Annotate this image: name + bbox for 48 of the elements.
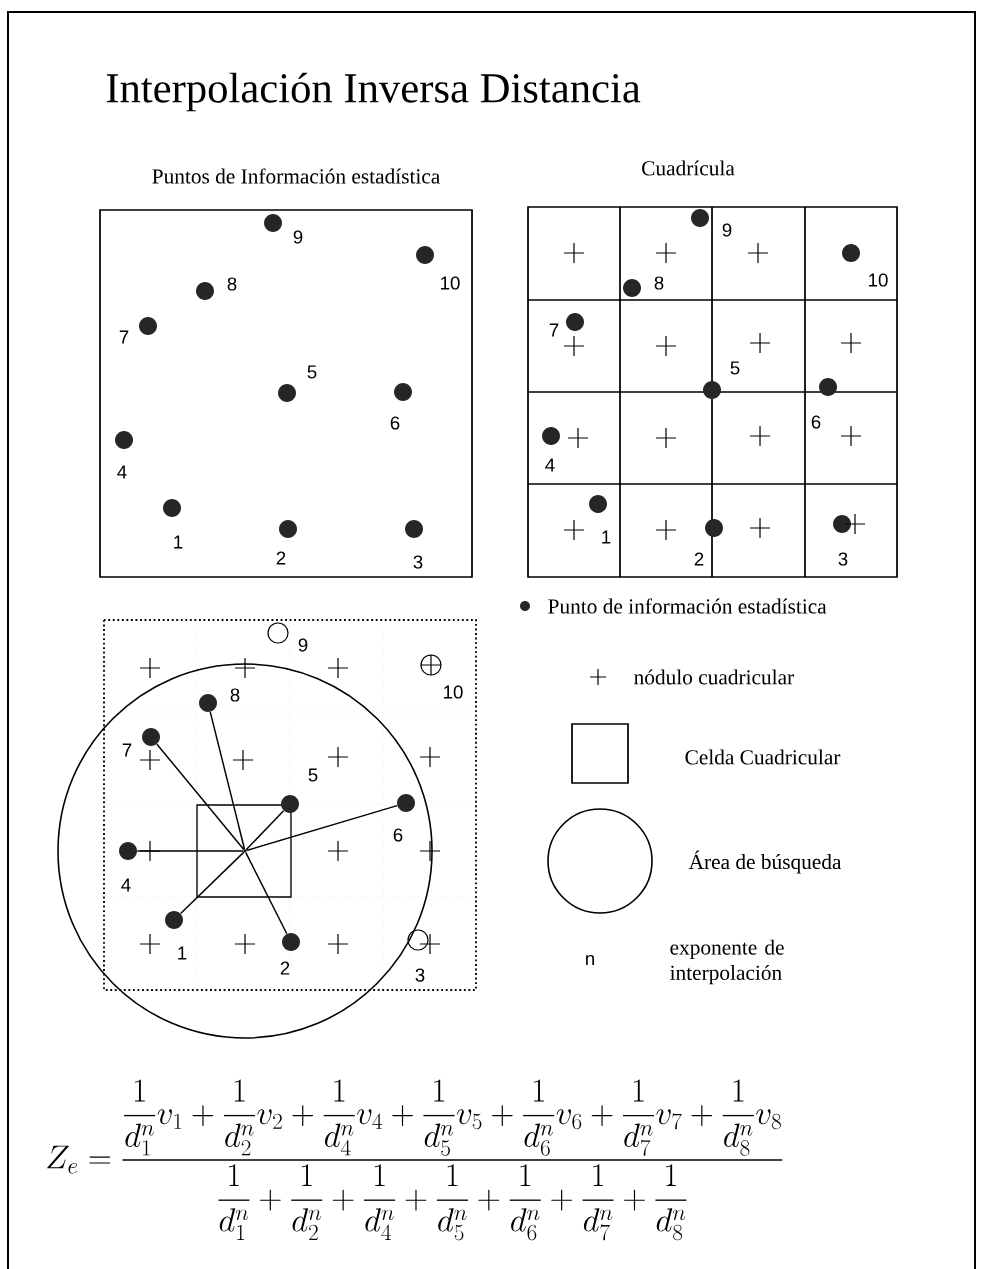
connector-line bbox=[209, 711, 246, 851]
point-number: 10 bbox=[869, 273, 888, 287]
point-number: 1 bbox=[174, 535, 183, 549]
point-number: 10 bbox=[444, 685, 463, 699]
point-number: 7 bbox=[119, 330, 129, 344]
point-number: 6 bbox=[393, 828, 403, 842]
point-number: 7 bbox=[549, 323, 559, 337]
point-number: 9 bbox=[722, 223, 732, 237]
legend-text: Punto de información estadística bbox=[548, 598, 827, 614]
legend-text: Celda Cuadricular bbox=[685, 749, 841, 765]
point-number: 8 bbox=[230, 688, 240, 702]
point-number: 6 bbox=[811, 415, 821, 429]
point-number: 4 bbox=[121, 878, 131, 892]
point-number: 7 bbox=[122, 743, 132, 757]
legend-letter: n bbox=[586, 955, 594, 966]
point-number: 2 bbox=[694, 552, 704, 566]
point-number: 5 bbox=[308, 768, 318, 782]
point-number: 10 bbox=[441, 276, 460, 290]
panel-title: Puntos de Información estadística bbox=[152, 168, 440, 184]
point-number: 2 bbox=[280, 961, 290, 975]
legend-text: exponente de interpolación bbox=[670, 939, 784, 985]
point-number: 4 bbox=[117, 465, 127, 479]
point-number: 2 bbox=[276, 551, 286, 565]
point-number: 3 bbox=[415, 968, 425, 982]
connector-line bbox=[245, 809, 285, 851]
panel-title: Cuadrícula bbox=[642, 160, 735, 176]
connector-line bbox=[245, 851, 288, 935]
point-number: 3 bbox=[838, 552, 848, 566]
connector-line bbox=[179, 851, 245, 915]
connector-line bbox=[245, 804, 398, 852]
point-number: 5 bbox=[730, 361, 740, 375]
legend-text: Área de búsqueda bbox=[688, 850, 842, 874]
point-number: 8 bbox=[227, 277, 237, 291]
point-number: 6 bbox=[390, 416, 400, 430]
connector-line bbox=[136, 850, 245, 852]
formula: $Z_e = \frac{\dfrac{1}{d_1^n}v_1+\dfrac{1}{d_2^n}v_2+\dfrac{1}{d_4^n}v_4+\dfrac{1}{d_5^n}v_5+\dfrac{1}{d_6^n}v_6+\dfrac{1}{d_7^n}v_7+\dfrac{1}{d_8^n}v_8}{\dfrac{1}{d_1^n}+\dfrac{1}{d_2^n}+\dfrac{1}{d_4^n}+\dfrac{1}{d_5^n}+\dfrac{1}{d_6^n}+\dfrac{1}{d_7^n}+\dfrac{1}{d_8^n}}$ bbox=[47, 1079, 783, 1241]
connector-line bbox=[156, 743, 245, 851]
center-point bbox=[243, 849, 247, 853]
point-number: 9 bbox=[298, 638, 308, 652]
point-number: 1 bbox=[178, 946, 187, 960]
point-number: 8 bbox=[654, 276, 664, 290]
point-number: 5 bbox=[307, 365, 317, 379]
point-number: 1 bbox=[602, 530, 611, 544]
point-number: 3 bbox=[413, 555, 423, 569]
legend-text: nódulo cuadricular bbox=[634, 669, 794, 685]
title: Interpolación Inversa Distancia bbox=[106, 72, 641, 112]
point-number: 9 bbox=[293, 230, 303, 244]
point-number: 4 bbox=[545, 458, 555, 472]
